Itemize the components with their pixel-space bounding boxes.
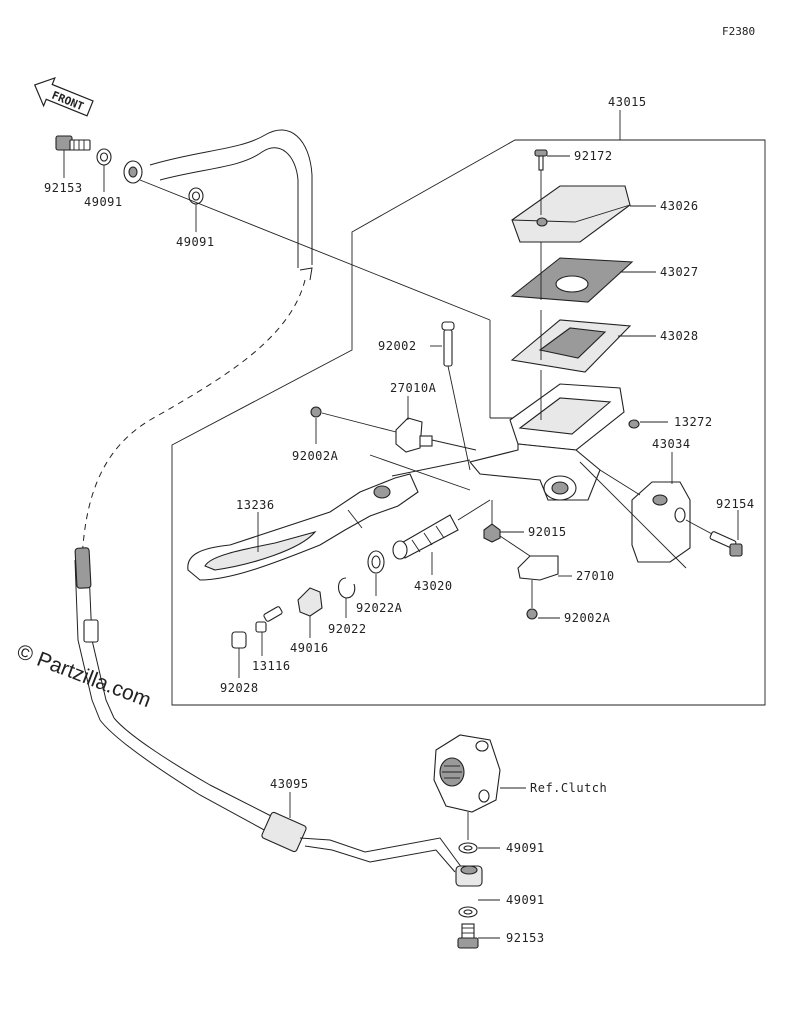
clutch-hose <box>74 129 463 873</box>
label-43095: 43095 <box>270 777 309 791</box>
label-13116: 13116 <box>252 659 291 673</box>
label-92028: 92028 <box>220 681 259 695</box>
front-arrow-icon: FRONT <box>33 76 94 117</box>
label-92153-bottom: 92153 <box>506 931 545 945</box>
piston-assembly <box>392 514 459 560</box>
handlebar-clamp <box>631 481 691 563</box>
diaphragm <box>510 319 632 373</box>
label-92172: 92172 <box>574 149 613 163</box>
label-92002A-bottom: 92002A <box>564 611 611 625</box>
reservoir-cap <box>511 185 631 243</box>
circlip <box>337 577 356 599</box>
figure-code: F2380 <box>722 25 756 38</box>
assembly-box-outline <box>171 139 766 706</box>
small-screw <box>628 419 640 429</box>
label-43028: 43028 <box>660 329 699 343</box>
washer-top-2 <box>188 187 204 205</box>
master-cylinder-body <box>469 383 625 501</box>
label-92022: 92022 <box>328 622 367 636</box>
label-43020: 43020 <box>414 579 453 593</box>
label-43027: 43027 <box>660 265 699 279</box>
label-49091-bottom1: 49091 <box>506 841 545 855</box>
washer-top-1 <box>96 148 112 166</box>
label-ref-clutch: Ref.Clutch <box>530 781 607 795</box>
label-13236: 13236 <box>236 498 275 512</box>
switch-lower <box>517 555 559 581</box>
label-92153-top: 92153 <box>44 181 83 195</box>
label-43026: 43026 <box>660 199 699 213</box>
label-49091-bottom2: 49091 <box>506 893 545 907</box>
screw-lower <box>526 608 538 620</box>
banjo-bolt-bottom <box>457 923 479 949</box>
oring <box>367 550 385 574</box>
push-rod <box>255 606 283 633</box>
label-92015: 92015 <box>528 525 567 539</box>
label-49091-top1: 49091 <box>84 195 123 209</box>
clutch-lever <box>187 473 419 581</box>
clutch-slave-cylinder <box>433 734 501 813</box>
label-27010A: 27010A <box>390 381 437 395</box>
washer-bottom-2 <box>458 906 478 918</box>
banjo-bolt-top <box>55 135 91 151</box>
lock-nut <box>483 523 501 543</box>
label-13272: 13272 <box>674 415 713 429</box>
cap-screw <box>534 149 548 171</box>
diaphragm-plate <box>510 257 634 303</box>
label-49016: 49016 <box>290 641 329 655</box>
label-49091-top2: 49091 <box>176 235 215 249</box>
label-92154: 92154 <box>716 497 755 511</box>
clamp-bolt <box>709 531 743 557</box>
label-92002: 92002 <box>378 339 417 353</box>
switch-upper <box>395 417 433 453</box>
part-labels: 43015 92172 43026 43027 43028 92002 2701… <box>44 95 755 945</box>
label-92002A-top: 92002A <box>292 449 339 463</box>
label-27010: 27010 <box>576 569 615 583</box>
collar <box>231 631 247 649</box>
washer-bottom-1 <box>458 842 478 854</box>
screw-upper-left <box>310 406 322 418</box>
label-43034: 43034 <box>652 437 691 451</box>
label-92022A: 92022A <box>356 601 403 615</box>
dust-boot <box>297 587 323 617</box>
hose-fitting-bottom <box>455 865 483 887</box>
hose-fitting-top <box>123 160 143 184</box>
pivot-bolt <box>441 321 455 367</box>
leader-lines <box>63 150 739 939</box>
label-43015: 43015 <box>608 95 647 109</box>
